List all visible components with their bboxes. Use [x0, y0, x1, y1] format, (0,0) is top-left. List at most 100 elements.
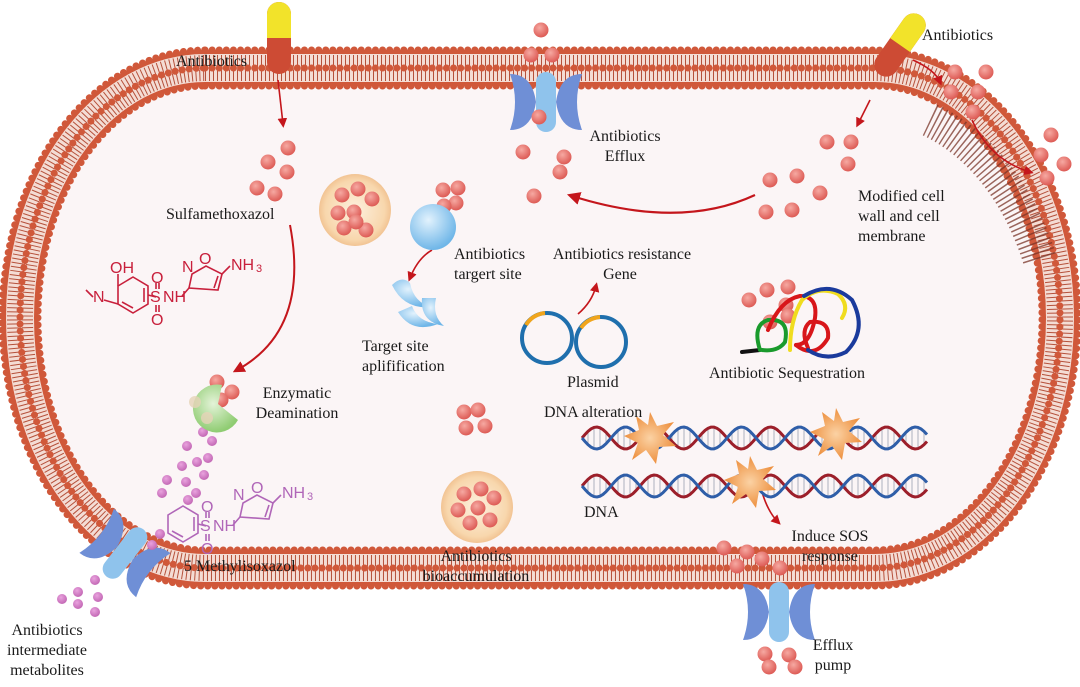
vesicle-particles — [330, 181, 502, 531]
antibiotic-particle — [970, 84, 986, 100]
antibiotic-particle — [456, 404, 472, 420]
atom-nh3-subscript: 3 — [307, 491, 313, 503]
antibiotic-particle — [470, 402, 486, 418]
metabolite-particle — [90, 575, 100, 585]
arrow-plasmid-gene — [577, 282, 600, 315]
label-sulfamethoxazol: Sulfamethoxazol — [166, 206, 275, 223]
metabolite-particle — [73, 599, 83, 609]
vesicle-particle — [456, 486, 472, 502]
label-line: Modified cell — [858, 188, 945, 205]
antibiotic-particle — [1056, 156, 1072, 172]
label-antibiotics-efflux: Antibiotics Efflux — [580, 127, 670, 167]
atom-o-bottom: O — [151, 312, 163, 329]
label-dna-alteration: DNA alteration — [544, 404, 643, 421]
atom-o-top: O — [201, 499, 213, 516]
metabolite-particle — [207, 436, 217, 446]
label-line: Enzymatic — [262, 385, 332, 402]
efflux-pump-left — [79, 508, 171, 598]
metabolite-particle — [90, 607, 100, 617]
label-line: metabolites — [10, 662, 84, 679]
label-antibiotics-top-right: Antibiotics — [922, 27, 994, 44]
metabolite-particle — [203, 453, 213, 463]
plasmid — [520, 311, 628, 369]
label-line: targert site — [454, 266, 522, 283]
target-site-amplified — [392, 279, 444, 328]
label-modified-wall: Modified cell wall and cell membrane — [858, 187, 945, 247]
label-sos-response: Induce SOS response — [780, 527, 880, 567]
vesicle-particle — [358, 222, 374, 238]
antibiotic-particle — [1043, 127, 1059, 143]
label-target-amplification: Target site aplifification — [362, 337, 445, 377]
antibiotic-particle — [544, 47, 560, 63]
vesicle-particle — [470, 500, 486, 516]
antibiotic-particle — [741, 292, 757, 308]
antibiotic-particle — [448, 195, 464, 211]
antibiotic-particle — [843, 134, 859, 150]
label-line: membrane — [858, 228, 926, 245]
label-line: aplifification — [362, 358, 445, 375]
label-line: intermediate — [7, 642, 87, 659]
target-site — [410, 204, 456, 250]
sulfamethoxazol-atoms: OH N S O O NH N O NH 3 — [93, 251, 262, 329]
vesicle-particle — [473, 481, 489, 497]
antibiotic-particle — [965, 104, 981, 120]
antibiotic-capsule-top-left — [267, 2, 291, 74]
antibiotic-particle — [531, 109, 547, 125]
label-line: Target site — [362, 338, 429, 355]
antibiotic-particle — [789, 168, 805, 184]
label-intermediate-metabolites: Antibiotics intermediate metabolites — [0, 621, 94, 681]
antibiotic-particle — [249, 180, 265, 196]
atom-s: S — [200, 518, 211, 535]
label-line: Induce SOS — [791, 528, 869, 545]
label-line: Gene — [603, 266, 637, 283]
vesicle-particle — [334, 187, 350, 203]
antibiotic-particle — [754, 551, 770, 567]
metabolite-particle — [157, 488, 167, 498]
antibiotic-particle — [526, 188, 542, 204]
antibiotic-capsule-top-right — [874, 13, 926, 77]
vesicle-particle — [482, 512, 498, 528]
atom-o-top: O — [151, 270, 163, 287]
label-line: Efflux — [812, 637, 854, 654]
metabolite-particle — [181, 477, 191, 487]
antibiotic-particle — [515, 144, 531, 160]
atom-nh3: NH — [282, 485, 305, 502]
vesicle-particle — [336, 220, 352, 236]
label-target-site: Antibiotics targert site — [454, 245, 525, 285]
atom-nh3-subscript: 3 — [256, 263, 262, 275]
antibiotic-particle — [729, 558, 745, 574]
sequestration-knot — [740, 287, 861, 359]
arrow-efflux-inward — [566, 192, 756, 214]
antibiotic-particle — [759, 282, 775, 298]
vesicle-particle — [364, 191, 380, 207]
vesicle-particle — [330, 205, 346, 221]
antibiotic-particle — [812, 185, 828, 201]
antibiotic-particle — [224, 384, 240, 400]
antibiotic-particle — [279, 164, 295, 180]
antibiotic-particle — [978, 64, 994, 80]
antibiotic-particle — [784, 202, 800, 218]
antibiotic-particles — [209, 22, 1072, 675]
label-bioaccumulation: Antibiotics bioaccumulation — [406, 547, 546, 587]
atom-n: N — [93, 289, 105, 306]
arrow-leak-out — [971, 119, 1034, 175]
antibiotic-particle — [267, 186, 283, 202]
antibiotic-particle — [762, 172, 778, 188]
antibiotic-particle — [477, 418, 493, 434]
antibiotic-particle — [716, 540, 732, 556]
atom-o-bottom: O — [201, 541, 213, 558]
vesicle-particle — [486, 490, 502, 506]
sulfamethoxazol-structure — [85, 265, 231, 314]
metabolite-particle — [191, 488, 201, 498]
arrow-capsule-entry — [277, 79, 288, 128]
metabolite-particle — [147, 540, 157, 550]
metabolite-particle — [177, 461, 187, 471]
label-line: Efflux — [604, 148, 646, 165]
cell-membrane — [0, 46, 1080, 590]
label-enzymatic-deamination: Enzymatic Deamination — [242, 384, 352, 424]
efflux-pump-top — [510, 72, 582, 132]
label-line: Antibiotics — [11, 622, 83, 639]
label-dna: DNA — [584, 504, 619, 521]
label-resistance-gene: Antibiotics resistance Gene — [537, 245, 707, 285]
